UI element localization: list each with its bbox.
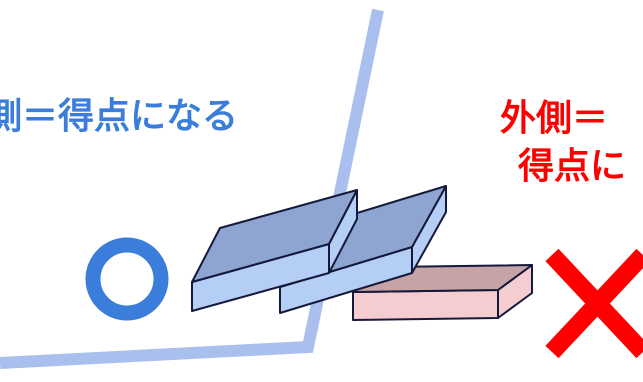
outside-label-line2: 得点に xyxy=(518,146,626,187)
outside-label-line1: 外側＝ xyxy=(500,98,608,139)
cross-mark xyxy=(545,248,643,359)
boundary-line xyxy=(0,8,384,369)
tile-pink-side xyxy=(352,289,499,321)
inside-label: 側＝得点になる xyxy=(0,96,238,137)
tile-blue-1-top xyxy=(191,189,358,283)
circle-mark xyxy=(85,237,169,321)
tile-blue-1 xyxy=(191,189,358,312)
